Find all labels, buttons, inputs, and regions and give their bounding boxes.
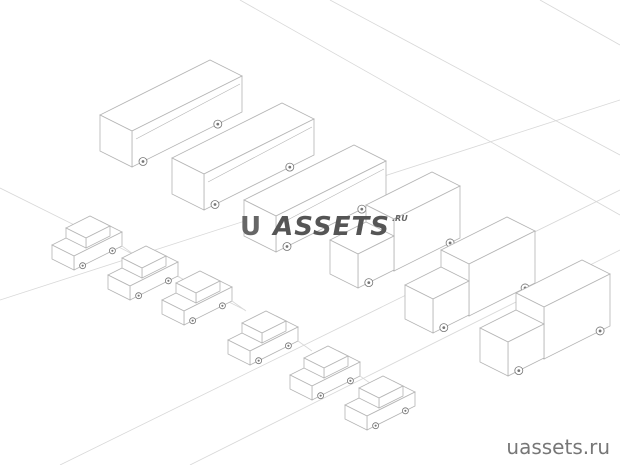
car-wheel-hub xyxy=(81,264,84,267)
bus-window-line xyxy=(207,126,313,183)
logo-assets: ASSETS xyxy=(273,212,390,242)
bus-wheel-hub xyxy=(216,122,220,126)
car-wheel-hub xyxy=(374,424,377,427)
bus-wheel-hub xyxy=(288,165,292,169)
truck-1-cab-front xyxy=(329,239,359,289)
car-6-cabin-front xyxy=(358,387,380,409)
car-4-body-front xyxy=(227,339,251,366)
car-wheel-hub xyxy=(319,394,322,397)
bus-wheel-hub xyxy=(213,203,217,206)
car-wheel-hub xyxy=(111,249,114,252)
site-watermark: uassets.ru xyxy=(506,435,610,459)
car-connector-line xyxy=(297,340,313,352)
logo-ru: .RU xyxy=(392,214,408,223)
logo-u: U xyxy=(240,212,262,242)
bus-window-line xyxy=(135,83,241,140)
bus-3-front xyxy=(243,199,277,253)
truck-wheel-hub xyxy=(367,281,371,284)
car-connector-line xyxy=(231,300,247,312)
bus-window-line xyxy=(279,168,385,225)
car-wheel-hub xyxy=(137,294,140,297)
car-1-cabin-front xyxy=(65,227,87,249)
car-wheel-hub xyxy=(287,344,290,347)
car-wheel-hub xyxy=(257,359,260,362)
bus-wheel-hub xyxy=(285,245,289,248)
truck-wheel-hub xyxy=(598,329,602,333)
car-wheel-hub xyxy=(221,304,224,307)
car-5-cabin-front xyxy=(303,357,325,379)
bus-1-front xyxy=(99,114,133,168)
truck-wheel-hub xyxy=(517,369,521,372)
watermark-logo: U ASSETS .RU xyxy=(240,212,408,242)
car-5-body-front xyxy=(289,374,313,401)
car-wheel-hub xyxy=(191,319,194,322)
car-6-body-front xyxy=(344,404,368,431)
car-2-cabin-front xyxy=(121,257,143,279)
truck-wheel-hub xyxy=(442,326,446,329)
car-wheel-hub xyxy=(167,279,170,282)
car-3-cabin-front xyxy=(175,282,197,304)
ground-line xyxy=(239,0,620,216)
bus-wheel-hub xyxy=(141,160,145,163)
ground-line xyxy=(539,0,620,46)
ground-line xyxy=(329,0,620,156)
car-wheel-hub xyxy=(349,379,352,382)
bus-2-front xyxy=(171,157,205,211)
car-1-body-front xyxy=(51,244,75,271)
truck-2-cab-front xyxy=(404,284,434,334)
truck-wheel-hub xyxy=(448,241,452,245)
truck-3-cab-front xyxy=(479,327,509,377)
car-3-body-front xyxy=(161,299,185,326)
car-2-body-front xyxy=(107,274,131,301)
bus-wheel-hub xyxy=(360,207,364,211)
car-4-cabin-front xyxy=(241,322,263,344)
car-wheel-hub xyxy=(404,409,407,412)
